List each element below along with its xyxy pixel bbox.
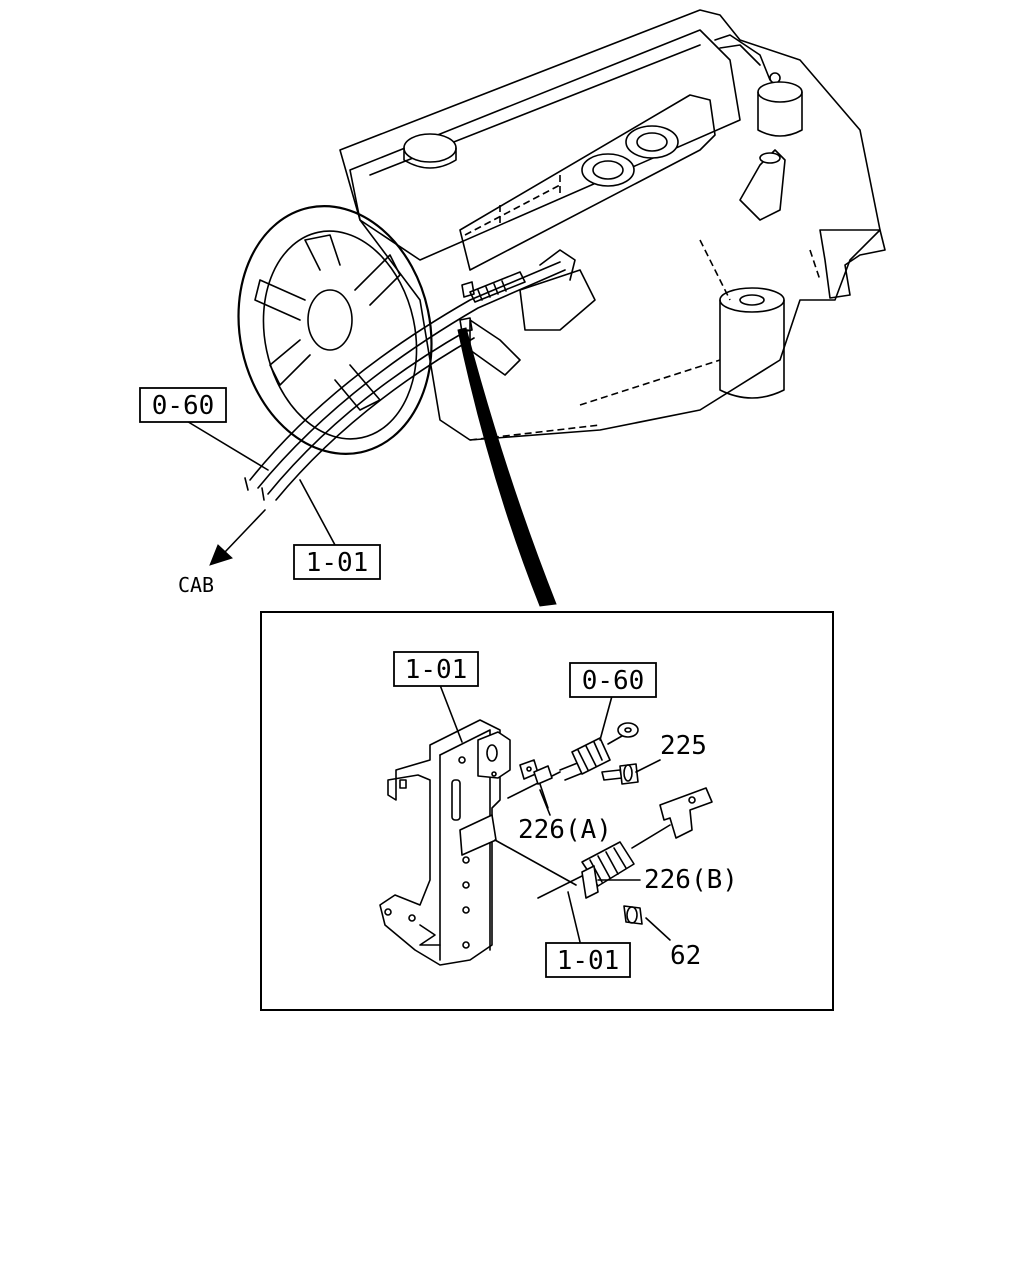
cab-label: CAB	[178, 573, 214, 597]
detail-illustration	[379, 719, 713, 966]
ref-label-1-01-detail-top: 1-01	[393, 651, 479, 687]
ref-text: 1-01	[306, 548, 369, 578]
ref-text: 1-01	[557, 946, 620, 976]
ref-label-0-60-top: 0-60	[139, 387, 227, 423]
ref-text: 0-60	[152, 391, 215, 421]
top-leader-lines	[184, 419, 336, 566]
ref-text: 0-60	[582, 666, 645, 696]
detail-callout-wedge	[457, 327, 557, 607]
control-cables	[244, 261, 566, 501]
part-number-225: 225	[660, 731, 707, 761]
part-number-62: 62	[670, 941, 701, 971]
part-number-226b: 226(B)	[644, 865, 738, 895]
detail-frame	[260, 611, 834, 1011]
ref-label-0-60-detail: 0-60	[569, 662, 657, 698]
ref-label-1-01-detail-bottom: 1-01	[545, 942, 631, 978]
part-number-226a: 226(A)	[518, 815, 612, 845]
ref-label-1-01-top: 1-01	[293, 544, 381, 580]
engine-illustration	[237, 9, 886, 455]
detail-leader-lines	[439, 684, 671, 943]
ref-text: 1-01	[405, 655, 468, 685]
